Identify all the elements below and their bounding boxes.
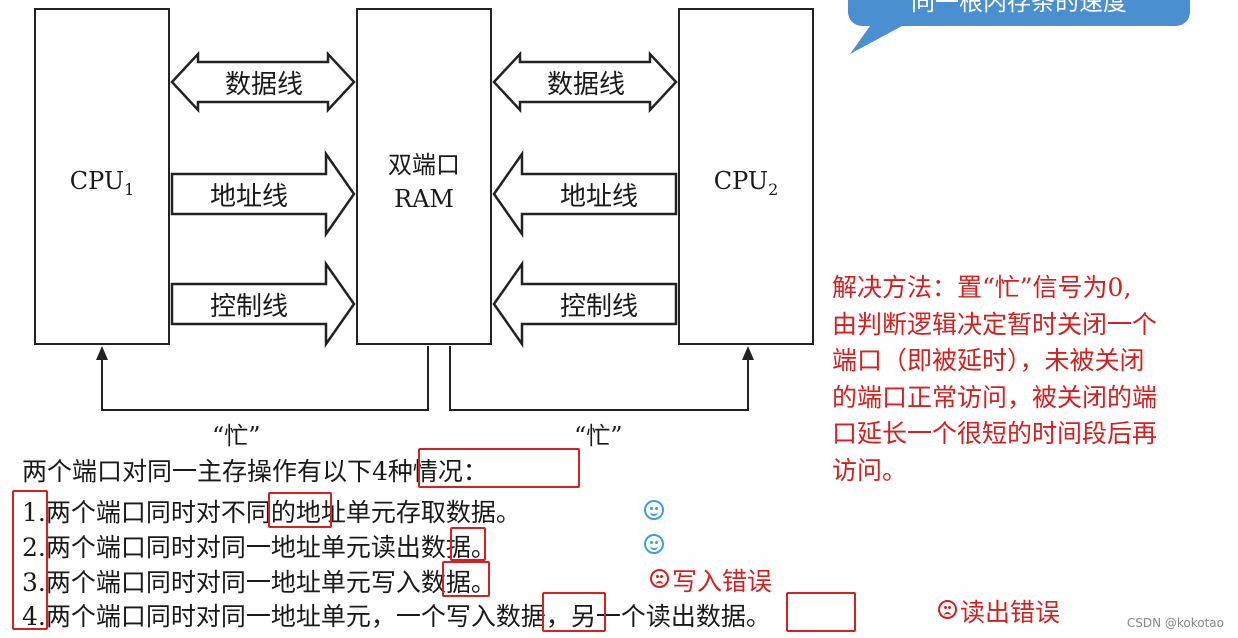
frown-icon [650, 569, 669, 588]
case-text: 两个端口同时对同一地址单元读出数据。 [45, 533, 496, 562]
case-item-4: 4.两个端口同时对同一地址单元，一个写入数据，另一个读出数据。 [22, 597, 771, 633]
frown-icon [938, 600, 957, 619]
case-text: 两个端口同时对同一地址单元写入数据。 [45, 568, 496, 597]
cpu1-box [34, 8, 170, 345]
ram-box [356, 8, 492, 345]
smile-icon [644, 534, 664, 554]
busy-label-right: “忙” [574, 422, 623, 450]
left-control-label: 控制线 [209, 292, 288, 322]
smile-icon [644, 500, 664, 520]
callout-tail [850, 26, 902, 54]
cpu2-box [678, 8, 814, 345]
cpu1-label: CPU1 [69, 167, 135, 199]
solution-line: 解决方法：置“忙”信号为0, [832, 273, 1132, 302]
case-text: 两个端口同时对同一地址单元，一个写入数据，另一个读出数据。 [45, 602, 771, 631]
solution-line: 由判断逻辑决定暂时关闭一个 [832, 309, 1158, 339]
left-data-label: 数据线 [224, 70, 303, 100]
highlight-read [450, 527, 486, 561]
right-data-arrow [492, 50, 678, 114]
highlight-write-2 [542, 592, 606, 632]
busy-line-right [449, 346, 749, 411]
left-data-arrow [170, 50, 356, 114]
callout-bubble: 同一根内存条的速度 [848, 0, 1190, 26]
case-item-3: 3.两个端口同时对同一地址单元写入数据。 [22, 563, 496, 599]
cpu2-label: CPU2 [713, 167, 779, 199]
highlight-write [442, 561, 490, 597]
case-number: 4. [22, 602, 46, 631]
solution-line: 口延长一个很短的时间段后再 [832, 419, 1158, 448]
left-control-arrow [170, 260, 356, 348]
busy-line-left [101, 346, 429, 411]
solution-line: 端口（即被延时），未被关闭 [832, 346, 1145, 375]
highlight-number-column [12, 490, 48, 630]
right-data-label: 数据线 [546, 70, 625, 100]
error-note-read: 读出错误 [960, 598, 1061, 627]
solution-line: 访问。 [832, 455, 908, 485]
solution-note: 解决方法：置“忙”信号为0, 由判断逻辑决定暂时关闭一个 端口（即被延时），未被… [832, 270, 1232, 489]
case-number: 2. [22, 533, 46, 562]
right-control-label: 控制线 [559, 292, 638, 322]
ram-label: 双端口 RAM [388, 151, 460, 213]
busy-label-left: “忙” [212, 422, 261, 450]
left-address-arrow [170, 150, 356, 238]
solution-line: 的端口正常访问，被关闭的端 [832, 382, 1158, 412]
watermark: CSDN @kokotao [1126, 616, 1224, 630]
bus-arrows [96, 50, 754, 411]
case-item-1: 1.两个端口同时对不同的地址单元存取数据。 [22, 493, 521, 529]
cases-intro: 两个端口对同一主存操作有以下4种情况： [22, 457, 488, 486]
right-control-arrow [492, 260, 678, 348]
case-number: 3. [22, 568, 46, 597]
case-text: 两个端口同时对不同的地址单元存取数据。 [45, 498, 521, 527]
case-number: 1. [22, 498, 46, 527]
case-item-2: 2.两个端口同时对同一地址单元读出数据。 [22, 528, 496, 564]
left-address-label: 地址线 [209, 182, 288, 212]
highlight-different [268, 492, 332, 528]
right-address-arrow [492, 150, 678, 238]
callout-text: 同一根内存条的速度 [911, 0, 1127, 16]
highlight-read-2 [786, 592, 856, 632]
right-address-label: 地址线 [559, 182, 638, 212]
highlight-four-cases [418, 448, 580, 488]
error-note-write: 写入错误 [672, 567, 773, 596]
